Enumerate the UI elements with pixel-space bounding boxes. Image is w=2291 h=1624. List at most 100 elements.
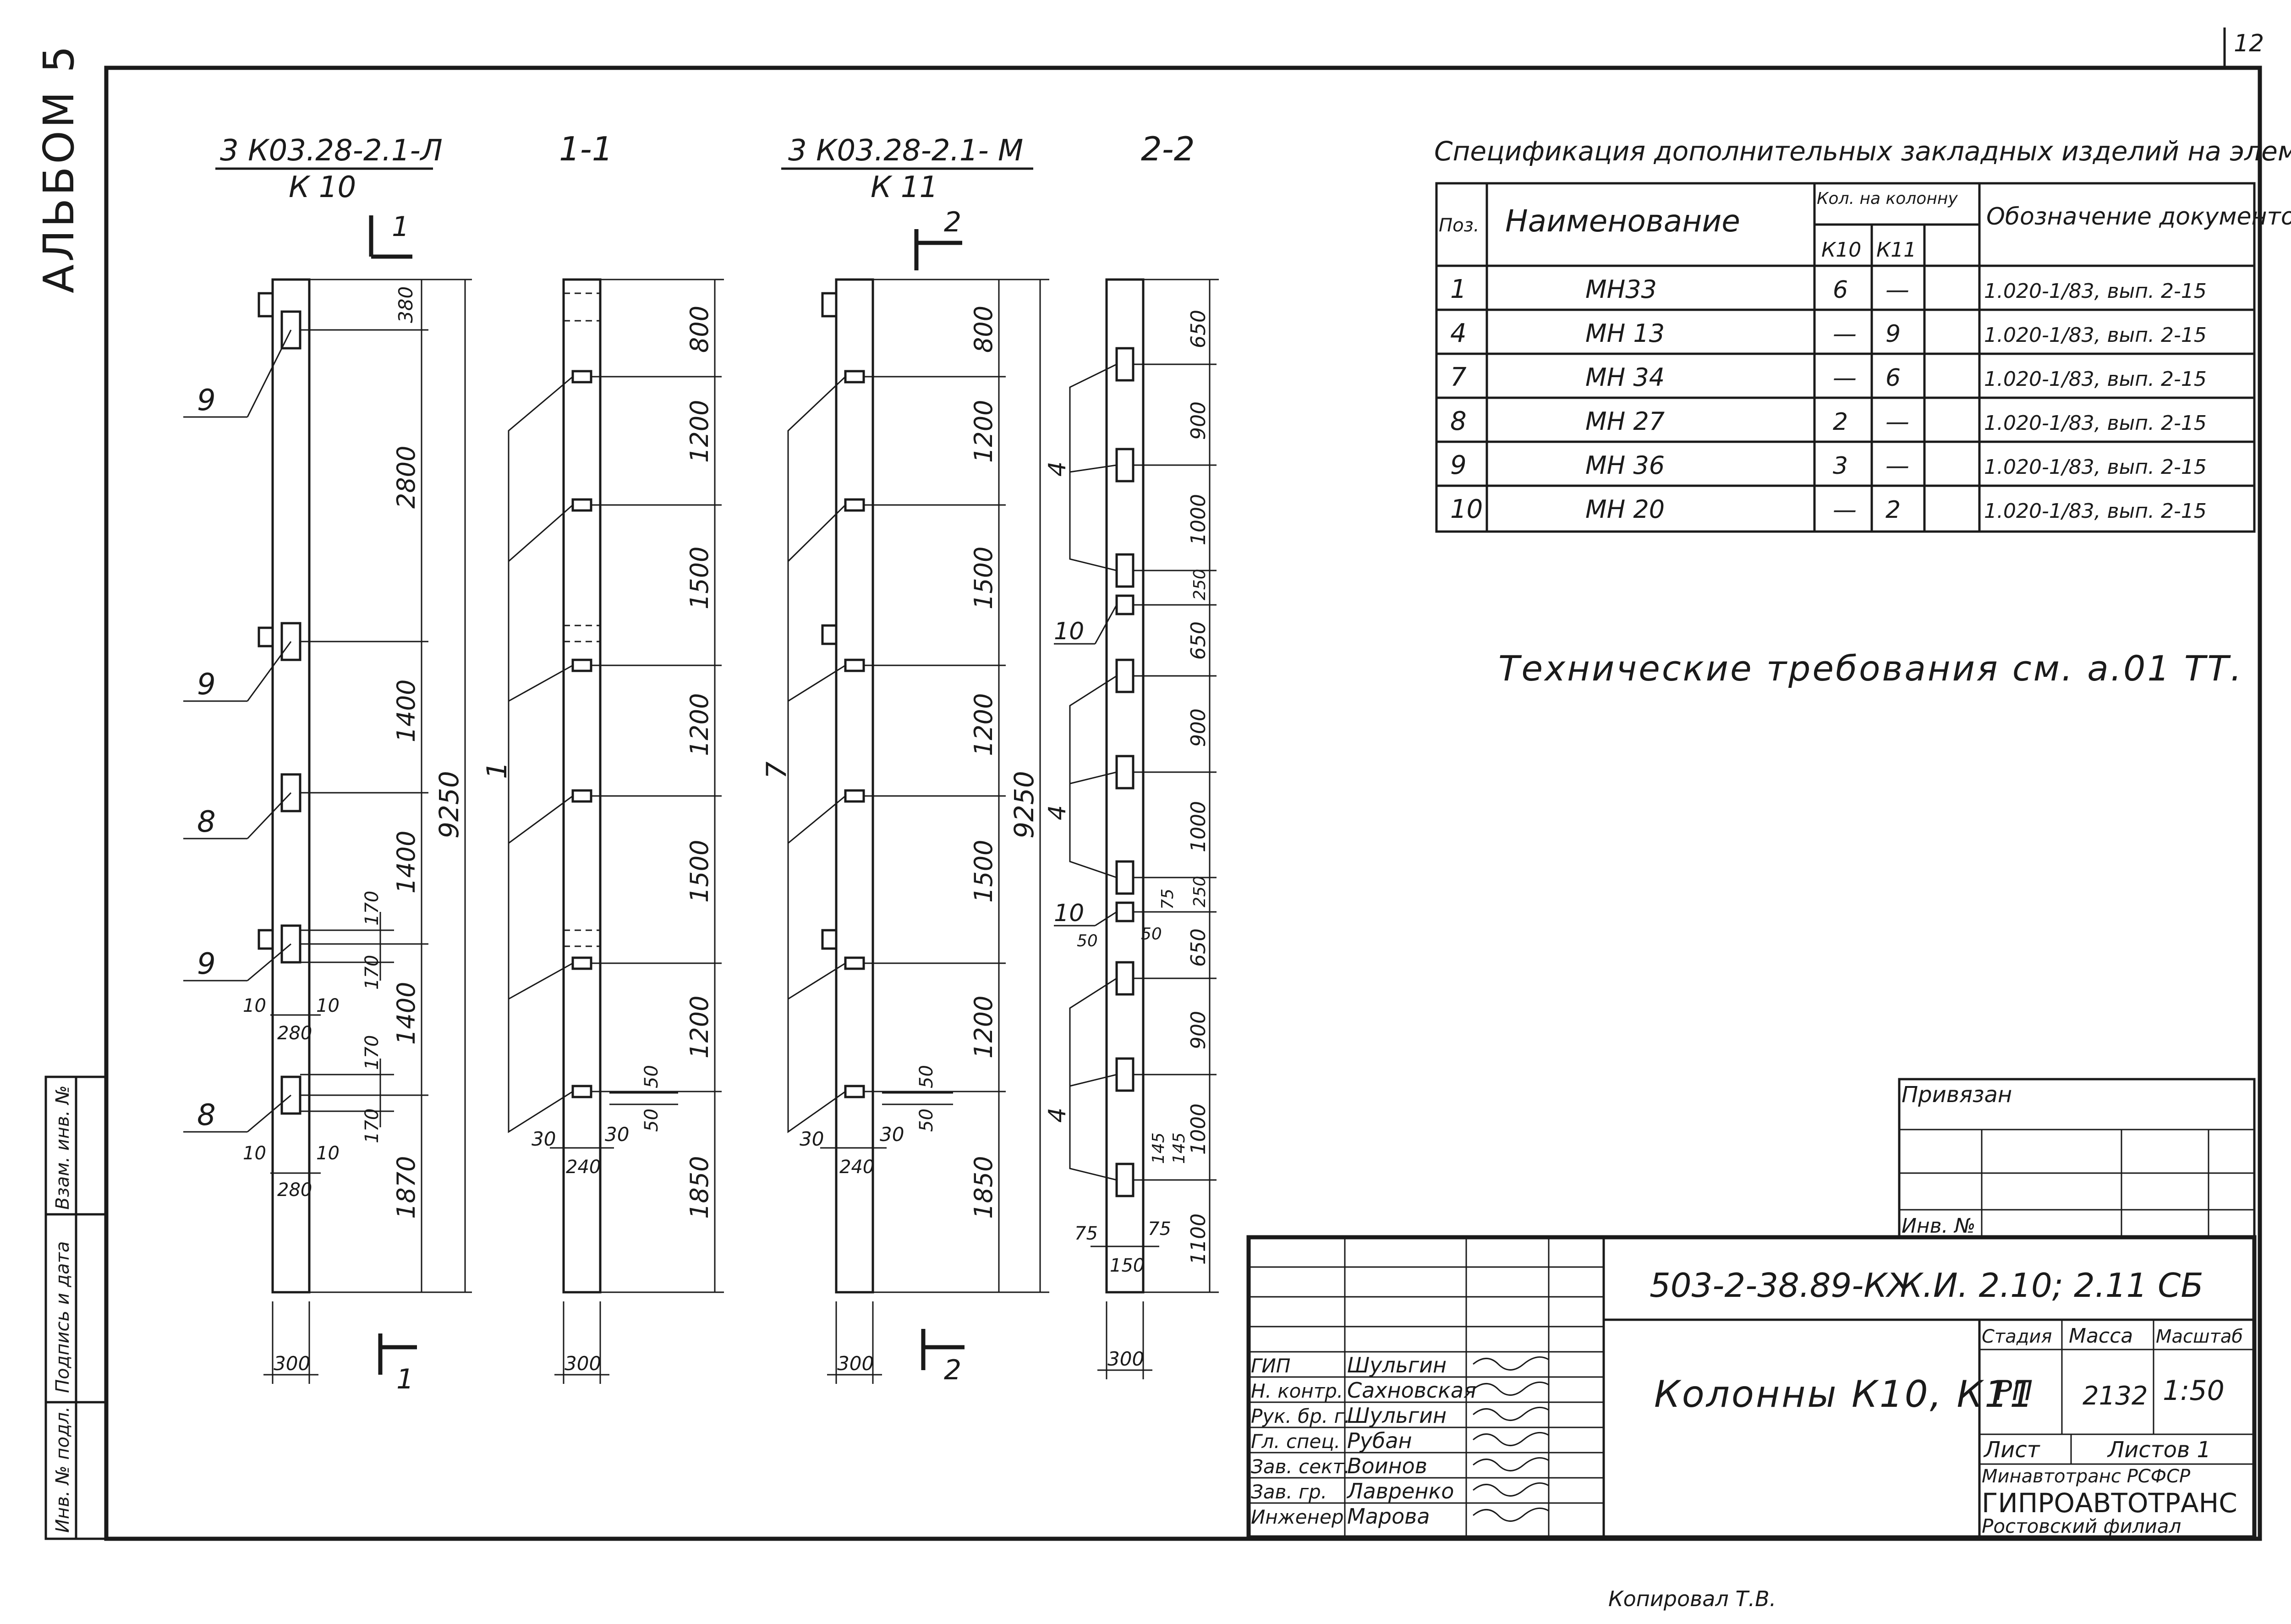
section-1-1: 1-1 800 1200 1500 1200 1500 1200 1850 (481, 130, 724, 1384)
k10-pos-9b: 9 (197, 668, 216, 702)
signature-mark (1473, 1507, 1549, 1522)
tb-sheets-label: Листов 1 (2107, 1437, 2211, 1463)
k10-detail-170a: 170 (362, 891, 383, 926)
spec-cell-name: МН33 (1585, 275, 1657, 304)
spec-h-k10: К10 (1821, 238, 1861, 262)
k10-dim-2800: 2800 (392, 446, 421, 509)
spec-cell-pos: 10 (1450, 494, 1483, 524)
signature-mark (1473, 1356, 1549, 1371)
tb-designation: 503-2-38.89-КЖ.И. 2.10; 2.11 СБ (1650, 1266, 2203, 1305)
spec-cell-name: МН 36 (1585, 451, 1665, 480)
view-k10-code: 3 К03.28-2.1-Л (220, 134, 443, 168)
s11-detail-50b: 50 (641, 1108, 662, 1132)
signature-mark (1473, 1457, 1549, 1471)
s22-detail-145a: 145 (1149, 1132, 1168, 1164)
signer-role: Рук. бр. г. (1251, 1405, 1350, 1427)
signature-mark (1473, 1432, 1549, 1446)
k10-pos-9c: 9 (197, 947, 216, 981)
s22-detail-50b: 50 (1141, 925, 1162, 944)
k10-width: 300 (274, 1352, 310, 1375)
page-number: 12 (2234, 30, 2264, 57)
spec-title: Спецификация дополнительных закладных из… (1434, 136, 2291, 167)
spec-cell-doc: 1.020-1/83, вып. 2-15 (1984, 411, 2207, 435)
view-k11-mark: К 11 (871, 170, 938, 204)
s22-detail-75c: 75 (1148, 1218, 1171, 1240)
signature-mark (1473, 1381, 1549, 1396)
k11-dim-1200b: 1200 (969, 693, 998, 756)
cut-label-1-top: 1 (392, 211, 409, 243)
copied-by: Копировал Т.В. (1608, 1586, 1776, 1611)
spec-cell-k11: — (1885, 408, 1909, 436)
k11-pos-7: 7 (761, 762, 793, 779)
s11-dim-1200a: 1200 (685, 400, 714, 463)
s22-dim-250a: 250 (1190, 569, 1209, 600)
s22-detail-75a: 75 (1158, 889, 1177, 910)
tech-note: Технические требования см. а.01 ТТ. (1498, 648, 2243, 689)
spec-cell-name: МН 20 (1585, 495, 1665, 524)
signer-name: Марова (1347, 1504, 1430, 1529)
k11-dim-1500a: 1500 (969, 547, 998, 609)
spec-cell-pos: 7 (1450, 362, 1467, 392)
k11-dim-1500b: 1500 (969, 840, 998, 903)
k11-dim-1200c: 1200 (969, 996, 998, 1059)
k10-pos-8a: 8 (197, 805, 216, 839)
view-k10: 3 К03.28-2.1-Л К 10 1 380 2800 1400 1400 (183, 134, 472, 1395)
k10-dim-1400b: 1400 (392, 831, 421, 894)
s22-dim-650c: 650 (1187, 928, 1210, 967)
k10-detail-170d: 170 (362, 1108, 383, 1143)
column-k10 (271, 278, 311, 1294)
spec-cell-doc: 1.020-1/83, вып. 2-15 (1984, 455, 2207, 479)
spec-cell-k11: 6 (1885, 364, 1901, 392)
s11-dim-1200b: 1200 (685, 693, 714, 756)
s22-width: 300 (1107, 1348, 1144, 1370)
k10-dim-380: 380 (395, 286, 417, 323)
k10-detail-280a: 280 (277, 1023, 312, 1044)
k11-detail-50a: 50 (916, 1065, 937, 1088)
cut-label-2-top: 2 (944, 206, 961, 238)
spec-cell-doc: 1.020-1/83, вып. 2-15 (1984, 368, 2207, 391)
k10-detail-10a: 10 (243, 995, 266, 1016)
k11-detail-240: 240 (839, 1157, 874, 1178)
s22-dim-1000a: 1000 (1187, 494, 1210, 545)
s11-detail-30a: 30 (532, 1128, 556, 1150)
s22-dim-250b: 250 (1190, 876, 1209, 907)
signer-role: ГИП (1251, 1355, 1290, 1377)
signer-role: Инженер (1251, 1506, 1344, 1528)
s22-dim-900a: 900 (1187, 401, 1210, 440)
side-stamp-sign: Подпись и дата (52, 1241, 73, 1393)
spec-h-pos: Поз. (1439, 215, 1480, 236)
k10-detail-10c: 10 (243, 1143, 266, 1164)
tb-mass: 2132 (2083, 1381, 2148, 1411)
k10-dim-1870: 1870 (392, 1156, 421, 1219)
tb-org-3: Ростовский филиал (1982, 1515, 2181, 1537)
title-block: 503-2-38.89-КЖ.И. 2.10; 2.11 СБ Колонны … (1246, 1235, 2257, 1540)
tb-scale: 1:50 (2163, 1375, 2225, 1407)
spec-cell-k11: 9 (1885, 320, 1901, 348)
section-1-1-body (562, 278, 602, 1294)
k10-detail-10b: 10 (316, 995, 340, 1016)
s22-pos-4b: 4 (1044, 805, 1071, 820)
s22-dim-900c: 900 (1187, 1011, 1210, 1049)
cut-label-1-bottom: 1 (396, 1363, 414, 1395)
s11-dim-1200c: 1200 (685, 996, 714, 1059)
s11-detail-30b: 30 (605, 1123, 629, 1146)
signature-mark (1473, 1406, 1549, 1421)
column-k11 (835, 278, 874, 1294)
s11-dim-1850: 1850 (685, 1156, 714, 1219)
tb-name: Колонны К10, К11 (1654, 1373, 2035, 1416)
s22-dim-1000b: 1000 (1187, 801, 1210, 852)
signer-name: Шульгин (1347, 1353, 1447, 1377)
s22-pos-4a: 4 (1044, 461, 1071, 477)
tb-scale-label: Масштаб (2156, 1326, 2243, 1347)
s11-dim-1500a: 1500 (685, 547, 714, 609)
s11-detail-50a: 50 (641, 1065, 662, 1088)
side-stamp-replace: Взам. инв. № (52, 1085, 73, 1210)
k11-detail-30a: 30 (800, 1128, 824, 1150)
k10-pos-8b: 8 (197, 1098, 216, 1132)
tb-sheet-label: Лист (1983, 1437, 2041, 1463)
tb-org-1: Минавтотранс РСФСР (1982, 1466, 2191, 1487)
s22-detail-50a: 50 (1077, 932, 1098, 950)
k11-width: 300 (837, 1352, 874, 1375)
